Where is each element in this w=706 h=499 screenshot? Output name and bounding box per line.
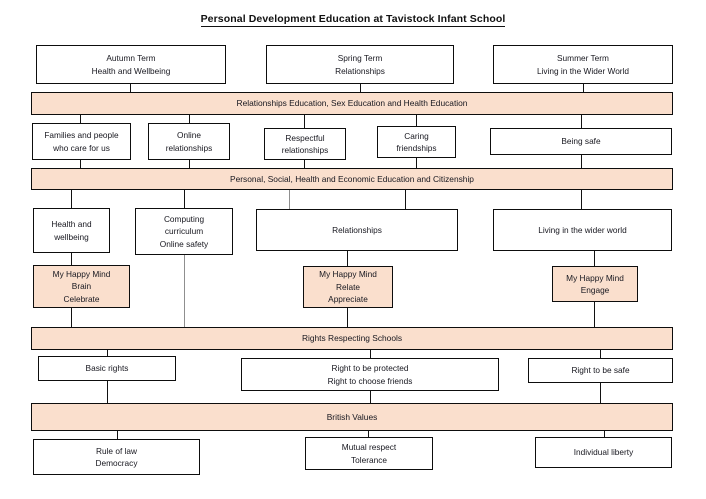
node-living-in-the-wider-world-label: Living in the wider world bbox=[538, 224, 627, 235]
node-my-happy-mind-engage-label: My Happy Mind Engage bbox=[566, 272, 624, 296]
node-summer-term-label: Summer Term Living in the Wider World bbox=[536, 53, 630, 76]
connector-rshe-to-being-safe bbox=[581, 115, 583, 128]
connector-basic-rights-to-bv bbox=[107, 381, 109, 403]
connector-pshe-to-health bbox=[71, 190, 73, 208]
connector-spring-to-rshe bbox=[360, 84, 362, 92]
connector-pshe-to-relationships-grey bbox=[289, 190, 291, 209]
node-spring-term-label: Spring Term Relationships bbox=[335, 53, 385, 76]
node-mutual-respect-label: Mutual respect Tolerance bbox=[341, 442, 397, 465]
node-families-and-people-label: Families and people who care for us bbox=[44, 130, 119, 153]
node-caring-friendships-label: Caring friendships bbox=[396, 130, 437, 154]
connector-caring-to-pshe bbox=[416, 158, 418, 168]
node-computing-curriculum[interactable]: Computing curriculum Online safety bbox=[135, 208, 233, 255]
node-health-and-wellbeing-label: Health and wellbeing bbox=[51, 219, 92, 242]
node-autumn-term[interactable]: Autumn Term Health and Wellbeing bbox=[36, 45, 226, 84]
connector-wider-world-to-mhm-engage bbox=[594, 251, 596, 266]
connector-pshe-to-wider-world bbox=[581, 190, 583, 209]
connector-rrs-to-basic-rights bbox=[107, 350, 109, 356]
connector-rshe-to-respectful bbox=[304, 115, 306, 128]
node-my-happy-mind-relate-label: My Happy Mind Relate Appreciate bbox=[319, 269, 377, 305]
node-right-to-be-safe-label: Right to be safe bbox=[571, 365, 630, 376]
banner-rights-respecting-schools[interactable]: Rights Respecting Schools bbox=[31, 327, 673, 350]
connector-online-to-pshe bbox=[189, 160, 191, 168]
node-living-in-the-wider-world[interactable]: Living in the wider world bbox=[493, 209, 672, 251]
node-individual-liberty-label: Individual liberty bbox=[573, 447, 634, 458]
connector-bv-to-mutual-respect bbox=[368, 431, 370, 437]
node-online-relationships[interactable]: Online relationships bbox=[148, 123, 230, 160]
node-respectful-relationships-label: Respectful relationships bbox=[281, 132, 329, 156]
connector-right-safe-to-bv bbox=[600, 383, 602, 403]
connector-mhm-engage-to-rrs bbox=[594, 302, 596, 327]
connector-respectful-to-pshe bbox=[304, 160, 306, 168]
connector-rshe-to-online bbox=[189, 115, 191, 123]
node-rule-of-law[interactable]: Rule of law Democracy bbox=[33, 439, 200, 475]
node-right-to-be-safe[interactable]: Right to be safe bbox=[528, 358, 673, 383]
connector-computing-to-rrs bbox=[184, 255, 186, 327]
node-individual-liberty[interactable]: Individual liberty bbox=[535, 437, 672, 468]
node-my-happy-mind-brain[interactable]: My Happy Mind Brain Celebrate bbox=[33, 265, 130, 308]
node-being-safe[interactable]: Being safe bbox=[490, 128, 672, 155]
connector-being-safe-to-pshe bbox=[581, 155, 583, 168]
node-right-to-be-protected-label: Right to be protected Right to choose fr… bbox=[327, 363, 413, 386]
connector-pshe-to-relationships bbox=[405, 190, 407, 209]
node-relationships[interactable]: Relationships bbox=[256, 209, 458, 251]
banner-british-values-label: British Values bbox=[326, 411, 378, 422]
connector-families-to-pshe bbox=[80, 160, 82, 168]
connector-pshe-to-computing bbox=[184, 190, 186, 208]
node-being-safe-label: Being safe bbox=[561, 136, 601, 147]
node-online-relationships-label: Online relationships bbox=[165, 130, 213, 153]
connector-relationships-to-mhm-relate bbox=[347, 251, 349, 266]
node-computing-curriculum-label: Computing curriculum Online safety bbox=[159, 213, 209, 249]
page-title-text: Personal Development Education at Tavist… bbox=[200, 13, 506, 27]
connector-rrs-to-right-safe bbox=[600, 350, 602, 358]
connector-right-protected-to-bv bbox=[370, 391, 372, 403]
node-my-happy-mind-engage[interactable]: My Happy Mind Engage bbox=[552, 266, 638, 302]
banner-british-values[interactable]: British Values bbox=[31, 403, 673, 431]
node-my-happy-mind-relate[interactable]: My Happy Mind Relate Appreciate bbox=[303, 266, 393, 308]
connector-rrs-to-right-protected bbox=[370, 350, 372, 358]
node-mutual-respect[interactable]: Mutual respect Tolerance bbox=[305, 437, 433, 470]
node-spring-term[interactable]: Spring Term Relationships bbox=[266, 45, 454, 84]
connector-bv-to-individual-liberty bbox=[604, 431, 606, 437]
node-families-and-people[interactable]: Families and people who care for us bbox=[32, 123, 131, 160]
banner-rshe-label: Relationships Education, Sex Education a… bbox=[236, 98, 468, 109]
connector-rshe-to-families bbox=[80, 115, 82, 123]
node-right-to-be-protected[interactable]: Right to be protected Right to choose fr… bbox=[241, 358, 499, 391]
node-respectful-relationships[interactable]: Respectful relationships bbox=[264, 128, 346, 160]
banner-rights-respecting-schools-label: Rights Respecting Schools bbox=[301, 333, 403, 344]
connector-bv-to-rule-of-law bbox=[117, 431, 119, 439]
banner-rshe[interactable]: Relationships Education, Sex Education a… bbox=[31, 92, 673, 115]
node-rule-of-law-label: Rule of law Democracy bbox=[95, 445, 138, 469]
connector-summer-to-rshe bbox=[583, 84, 585, 92]
banner-pshe[interactable]: Personal, Social, Health and Economic Ed… bbox=[31, 168, 673, 190]
page-title: Personal Development Education at Tavist… bbox=[0, 13, 706, 27]
node-summer-term[interactable]: Summer Term Living in the Wider World bbox=[493, 45, 673, 84]
node-autumn-term-label: Autumn Term Health and Wellbeing bbox=[91, 53, 171, 76]
connector-mhm-brain-to-rrs bbox=[71, 308, 73, 327]
node-my-happy-mind-brain-label: My Happy Mind Brain Celebrate bbox=[52, 268, 111, 304]
connector-mhm-relate-to-rrs bbox=[347, 308, 349, 327]
node-basic-rights-label: Basic rights bbox=[85, 363, 129, 374]
node-caring-friendships[interactable]: Caring friendships bbox=[377, 126, 456, 158]
connector-autumn-to-rshe bbox=[130, 84, 132, 92]
connector-health-to-mhm-brain bbox=[71, 253, 73, 265]
node-relationships-label: Relationships bbox=[332, 224, 382, 235]
node-health-and-wellbeing[interactable]: Health and wellbeing bbox=[33, 208, 110, 253]
connector-rshe-to-caring bbox=[416, 115, 418, 126]
node-basic-rights[interactable]: Basic rights bbox=[38, 356, 176, 381]
banner-pshe-label: Personal, Social, Health and Economic Ed… bbox=[230, 173, 474, 184]
